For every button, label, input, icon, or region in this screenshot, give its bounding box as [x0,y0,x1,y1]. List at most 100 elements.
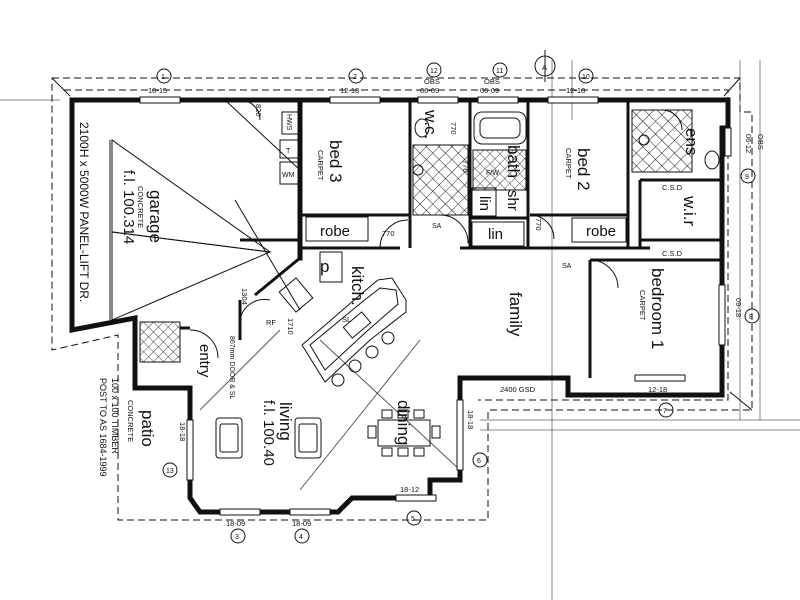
dim-obs-c: OBS [756,134,765,150]
room-label-bedroom1: bedroom 1 [648,268,667,349]
room-label-wir: w.i.r [680,195,699,227]
dim-1304: 1304 [240,288,249,305]
dim-0612: 06-12 [744,134,753,153]
dim-820: 820 [254,104,263,117]
dim-0918: 09-18 [734,298,743,317]
room-label-living: living [276,402,295,441]
dim-obs-a: OBS [424,77,440,86]
dim-1218-c: 12-18 [648,385,667,394]
room-label-wc: w.c. [421,109,440,139]
bubble-2: 2 [353,74,357,81]
stool [381,331,395,345]
fixture-labels: robe robe lin lin shr p RF SL C.S.D C.S.… [266,114,683,327]
room-label-bed3: bed 3 [326,140,345,183]
bathtub-inner [479,117,521,139]
csd-label-2: C.S.D [662,249,683,258]
basin-wc [412,164,424,176]
room-label-kitchen: kitch. [348,266,367,306]
room-label-family: family [506,292,525,337]
dimension-labels: 12-18 OBS 06-09 OBS 06-09 12-18 820 770 … [178,77,765,528]
robe-label-bed3: robe [320,223,350,240]
dim-1818-a: 18-18 [466,410,475,429]
fw-label: F/W [486,170,499,177]
sa-label-1: SA [432,223,442,230]
dim-2400: 2400 GSD [500,385,536,394]
tub-label: T [286,148,291,155]
lin-label-2: lin [488,226,503,243]
post-note: 100 x 100 TIMBER [110,378,120,454]
patio-floor: CONCRETE [126,400,135,442]
bed2-floor: CARPET [564,148,573,179]
dim-door-note: 867mm DOOR & SL [228,336,235,400]
washing-machine [279,161,301,185]
bubble-4: 4 [299,534,303,541]
csd-label-1: C.S.D [662,183,683,192]
dim-770-d: 770 [461,160,470,173]
robe-label-bed2: robe [586,223,616,240]
dim-1218-a: 12-18 [340,86,359,95]
north-label: A [542,63,547,72]
robe-bed2 [571,217,627,243]
linen-cupboard-1 [471,187,497,217]
ensuite-tiles [631,109,693,173]
dining-table [367,409,441,457]
garage-level: f.l. 100.314 [120,170,137,244]
pantry-label: p [320,257,329,276]
dim-0609-b: 06-09 [480,86,499,95]
pantry [319,251,343,283]
wc-tiles [412,144,469,216]
dim-1809-b: 18-09 [292,519,311,528]
dim-770-b: 770 [534,218,543,231]
north-marker: A [534,50,556,82]
wm-label: WM [282,172,295,179]
bubble-6: 6 [477,458,481,465]
external-walls [69,97,731,515]
room-label-ens: ens [682,128,701,155]
stool [331,373,345,387]
dim-0609-a: 06-09 [420,86,439,95]
windows [139,96,732,516]
bubble-11: 11 [496,68,503,75]
dim-1809-a: 18-09 [226,519,245,528]
dim-770-c: 770 [449,122,458,135]
dim-obs-b: OBS [484,77,500,86]
reference-bubbles: 1 2 3 4 5 6 7 8 9 10 11 12 13 [156,62,760,544]
bubble-3: 3 [235,534,239,541]
linen-cupboard-2 [471,221,525,247]
bed3-floor: CARPET [316,150,325,181]
bubble-1: 1 [161,74,165,81]
kitchen-bench [278,251,407,383]
dim-1218-b: 12-18 [566,86,585,95]
living-level: f.l. 100.40 [260,400,277,466]
garage-door-label: 2100H x 5000W PANEL-LIFT DR. [77,122,91,302]
grid-lines [0,60,800,600]
basin-ensuite [638,134,650,146]
dim-1818-b: 18-18 [178,422,187,441]
room-labels: garage CONCRETE f.l. 100.314 10-15 2100H… [77,86,701,466]
sl-label: SL [342,315,351,324]
room-label-bath: bath [504,145,523,178]
hws-label: HWS [285,114,292,131]
garage-door-note: 10-15 [148,86,167,95]
room-label-dining: dining [394,400,413,445]
bubble-5: 5 [411,516,415,523]
bubble-9: 9 [745,174,749,181]
lin-label-1: lin [476,196,493,211]
room-label-entry: entry [196,344,213,378]
dim-1812: 18-12 [400,485,419,494]
garage-floor: CONCRETE [136,186,145,228]
shr-label: shr [504,190,521,211]
bath-tiles [472,149,527,191]
bubble-10: 10 [582,74,590,81]
dim-1710: 1710 [286,318,295,335]
laundry-tub [279,139,301,159]
bubble-8: 8 [749,314,753,321]
toilet-ensuite [704,150,720,170]
stool [348,359,362,373]
room-label-bed2: bed 2 [574,148,593,191]
stool [365,345,379,359]
bubble-13: 13 [166,468,174,475]
rf-label: RF [266,318,276,327]
bubble-12: 12 [430,68,438,75]
